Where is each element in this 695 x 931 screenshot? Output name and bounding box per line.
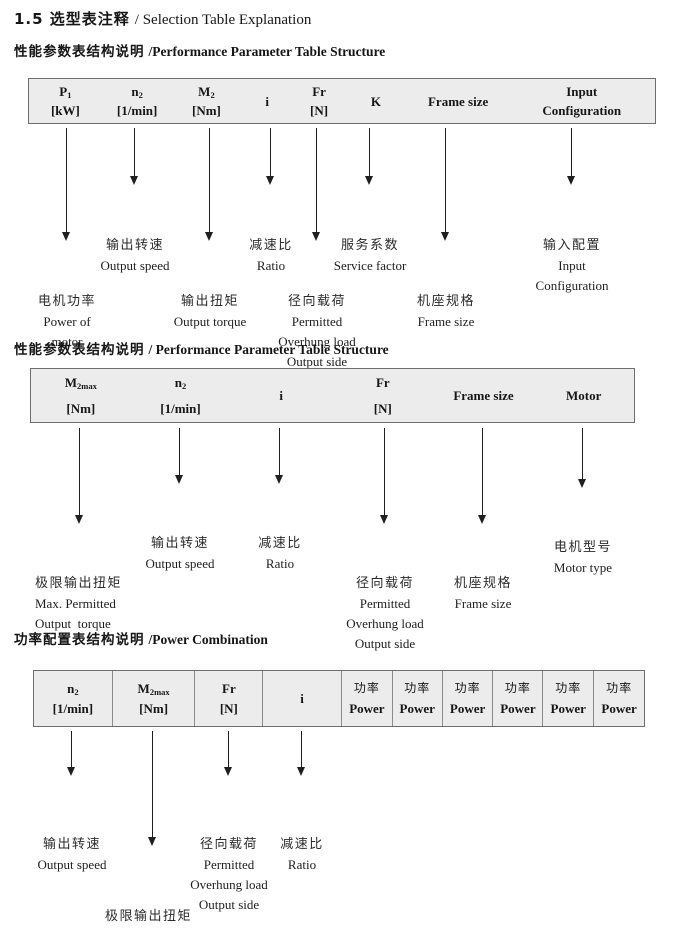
page-title-en: / Selection Table Explanation	[134, 12, 312, 28]
page-title: 1.5 选型表注释/ Selection Table Explanation	[14, 8, 311, 29]
arrow-fr	[224, 731, 232, 776]
arrow-input-configuration	[567, 128, 575, 185]
header-cell-p1: P1[kW]	[50, 83, 80, 119]
header-cell-i: i	[279, 388, 283, 403]
arrow-i	[266, 128, 274, 185]
header-cell-fr: Fr[N]	[195, 671, 264, 726]
section2-heading: 性能参数表结构说明/ Performance Parameter Table S…	[14, 342, 389, 358]
arrow-k	[365, 128, 373, 185]
arrow-i	[297, 731, 305, 776]
arrow-fr	[380, 428, 388, 524]
arrow-n2	[175, 428, 183, 484]
arrow-m2max	[75, 428, 83, 524]
header-cell-k: K	[370, 93, 381, 109]
arrow-n2	[67, 731, 75, 776]
arrow-frame-size	[441, 128, 449, 241]
section3-heading: 功率配置表结构说明/Power Combination	[14, 632, 268, 648]
performance-table-header-1: P1[kW] n2[1/min] M2[Nm] i Fr[N] K Frame …	[28, 78, 656, 124]
header-cell-i: i	[263, 671, 342, 726]
performance-table-header-2: M2max[Nm] n2[1/min] i Fr[N] Frame size M…	[30, 368, 635, 423]
arrow-frame-size	[478, 428, 486, 524]
arrow-fr	[312, 128, 320, 241]
arrow-m2max	[148, 731, 156, 846]
header-cell-m2max: M2max[Nm]	[113, 671, 196, 726]
header-cell-i: i	[265, 93, 270, 109]
arrow-p1	[62, 128, 70, 241]
header-cell-frame-size: Frame size	[427, 93, 489, 109]
arrow-motor	[578, 428, 586, 488]
arrow-i	[275, 428, 283, 484]
header-cell-n2: n2[1/min]	[160, 374, 201, 417]
header-cell-motor: Motor	[565, 388, 602, 403]
header-cell-m2max: M2max[Nm]	[64, 374, 97, 417]
arrow-m2	[205, 128, 213, 241]
header-cell-frame-size: Frame size	[453, 388, 514, 403]
header-cell-n2: n2[1/min]	[34, 671, 113, 726]
header-cell-fr: Fr[N]	[373, 375, 392, 416]
header-cell-m2: M2[Nm]	[191, 83, 221, 119]
header-cell-n2: n2[1/min]	[116, 83, 158, 119]
header-cell-fr: Fr[N]	[310, 84, 329, 118]
arrow-n2	[130, 128, 138, 185]
page-title-zh: 1.5 选型表注释	[14, 10, 130, 28]
section1-heading: 性能参数表结构说明/Performance Parameter Table St…	[14, 44, 386, 60]
